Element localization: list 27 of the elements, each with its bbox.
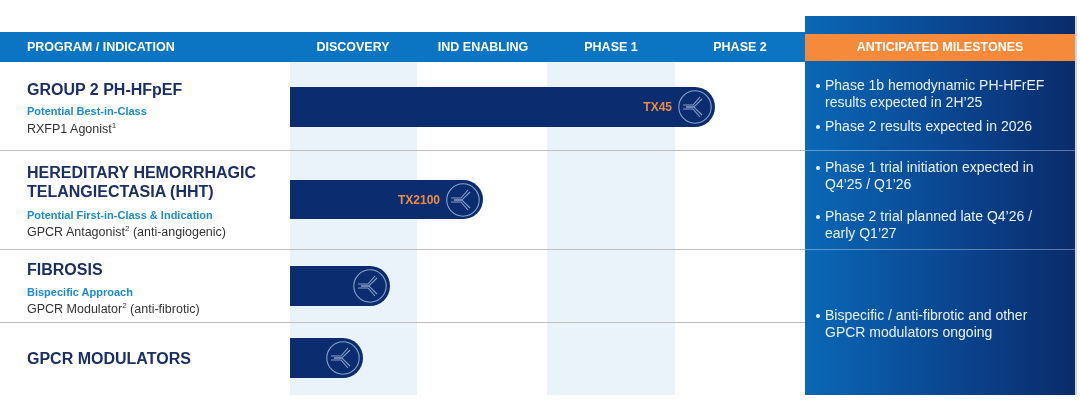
milestone-item: Phase 2 results expected in 2026 — [825, 118, 1034, 135]
program-code: TX45 — [643, 100, 672, 114]
column-heading: IND ENABLING — [437, 39, 529, 55]
pipeline-bar — [290, 266, 390, 306]
pipeline-bar — [290, 87, 715, 127]
program-title: GROUP 2 PH-HFpEF — [27, 80, 183, 99]
milestone-item: Phase 1 trial initiation expected in Q4’25 / Q1’26 — [825, 159, 1035, 192]
column-heading: PROGRAM / INDICATION — [27, 39, 175, 55]
column-heading: DISCOVERY — [316, 39, 390, 55]
program-tagline: Bispecific Approach — [27, 285, 133, 299]
milestone-item: Phase 1b hemodynamic PH-HFrEF results expected in 2H’25 — [825, 77, 1046, 110]
program-tagline: Potential Best-in-Class — [27, 104, 147, 118]
column-heading: ANTICIPATED MILESTONES — [856, 39, 1024, 55]
program-code: TX2100 — [397, 192, 440, 207]
pipeline-bar — [290, 338, 363, 378]
program-tagline: Potential First-in-Class & Indication — [27, 208, 213, 222]
mechanism-text: GPCR Modulator$^{2}$ (anti-fibrotic) — [27, 300, 200, 317]
program-title: HEREDITARY HEMORRHAGIC TELANGIECTASIA (HHT) — [27, 163, 258, 201]
column-heading: PHASE 2 — [713, 39, 767, 55]
mechanism-text: GPCR Antagonist$^{2}$ (anti-angiogenic) — [27, 223, 226, 240]
column-heading: PHASE 1 — [584, 39, 638, 55]
program-title: FIBROSIS — [27, 260, 103, 279]
milestone-item: Bispecific / anti-fibrotic and other GPCR modulators ongoing — [825, 307, 1029, 340]
mechanism-text: RXFP1 Agonist$^{1}$ — [27, 120, 117, 137]
milestone-item: Phase 2 trial planned late Q4’26 / early Q1’27 — [825, 208, 1034, 241]
pipeline-bar — [290, 180, 483, 219]
program-title: GPCR MODULATORS — [27, 349, 191, 368]
